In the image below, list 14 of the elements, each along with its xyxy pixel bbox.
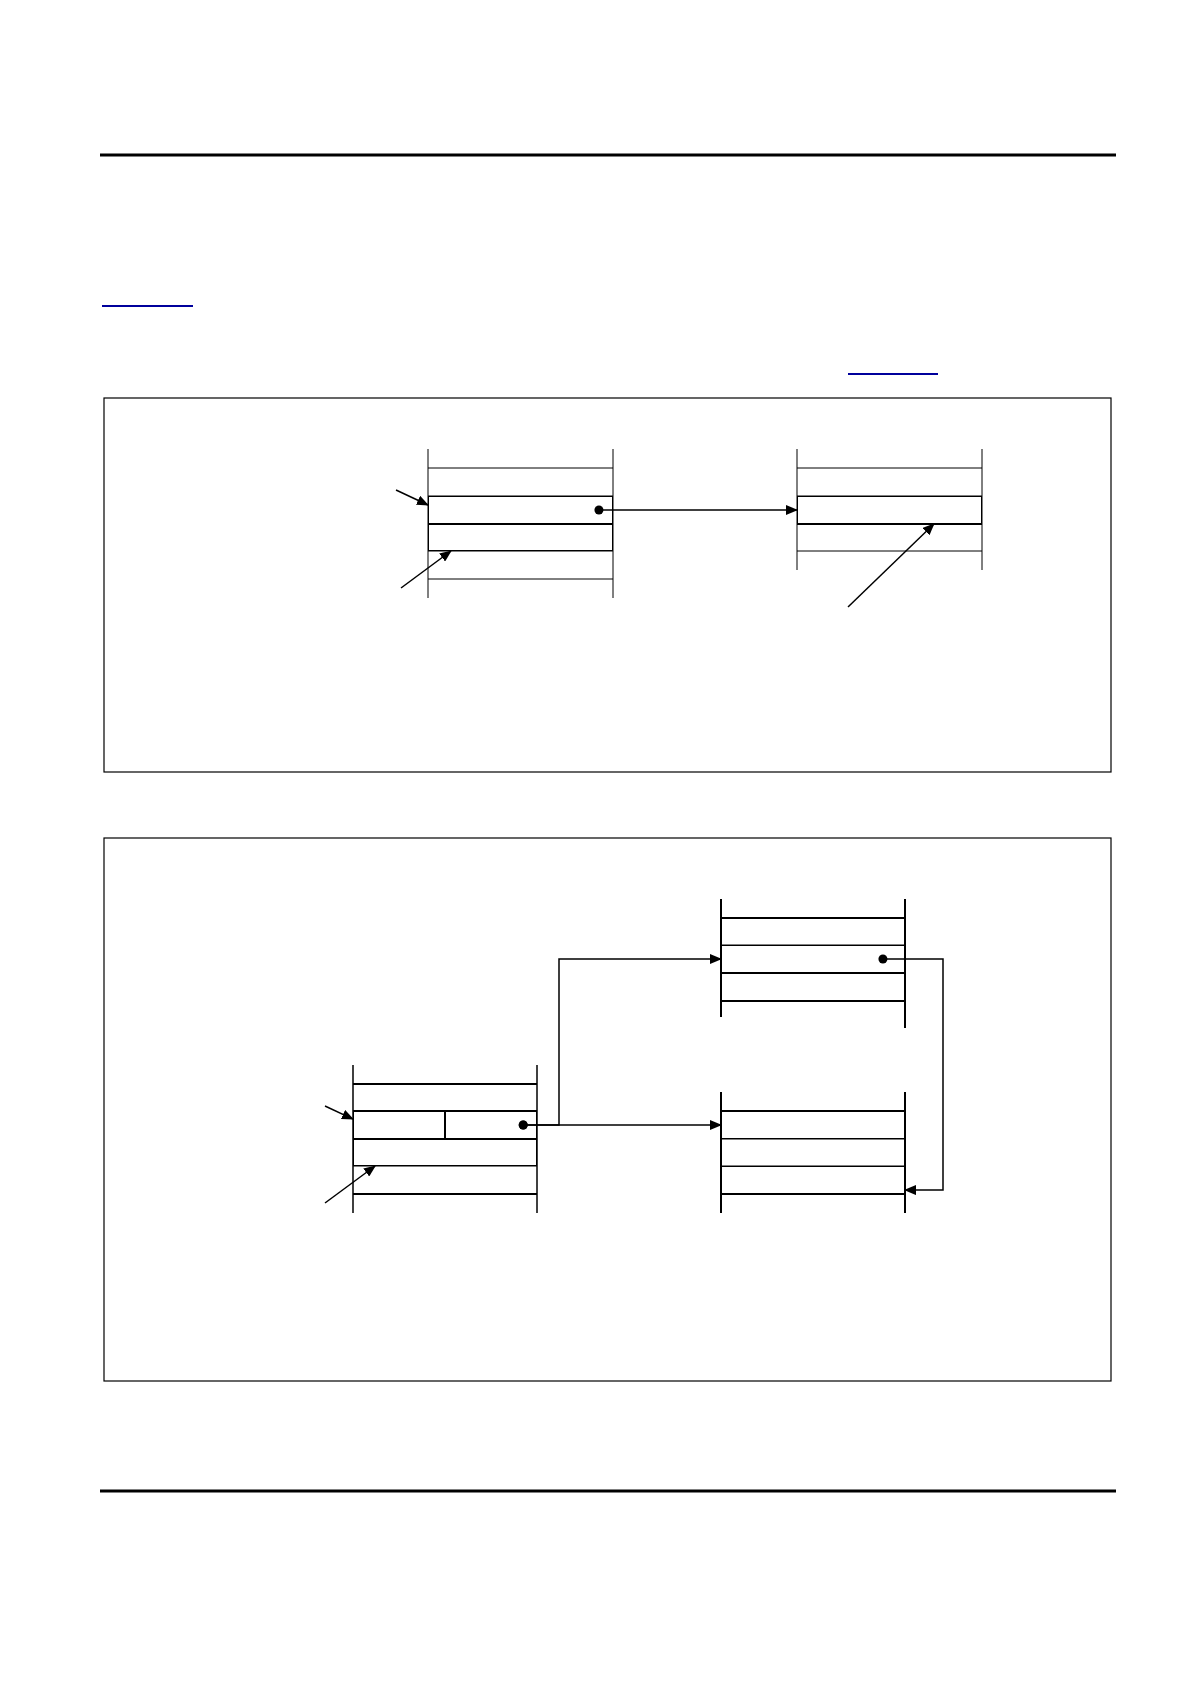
arrow bbox=[518, 1120, 722, 1130]
memory-cell bbox=[445, 1111, 537, 1139]
arrow bbox=[324, 1105, 354, 1120]
arrow bbox=[847, 523, 935, 608]
memory-cell bbox=[428, 524, 613, 551]
arrow bbox=[878, 954, 944, 1196]
arrow bbox=[324, 1165, 376, 1204]
memory-cell bbox=[797, 496, 982, 524]
memory-cell bbox=[353, 1139, 537, 1166]
memory-cell bbox=[428, 496, 613, 524]
arrow bbox=[594, 505, 798, 515]
arrow bbox=[395, 489, 429, 506]
memory-cell bbox=[353, 1111, 445, 1139]
arrow bbox=[400, 550, 452, 589]
